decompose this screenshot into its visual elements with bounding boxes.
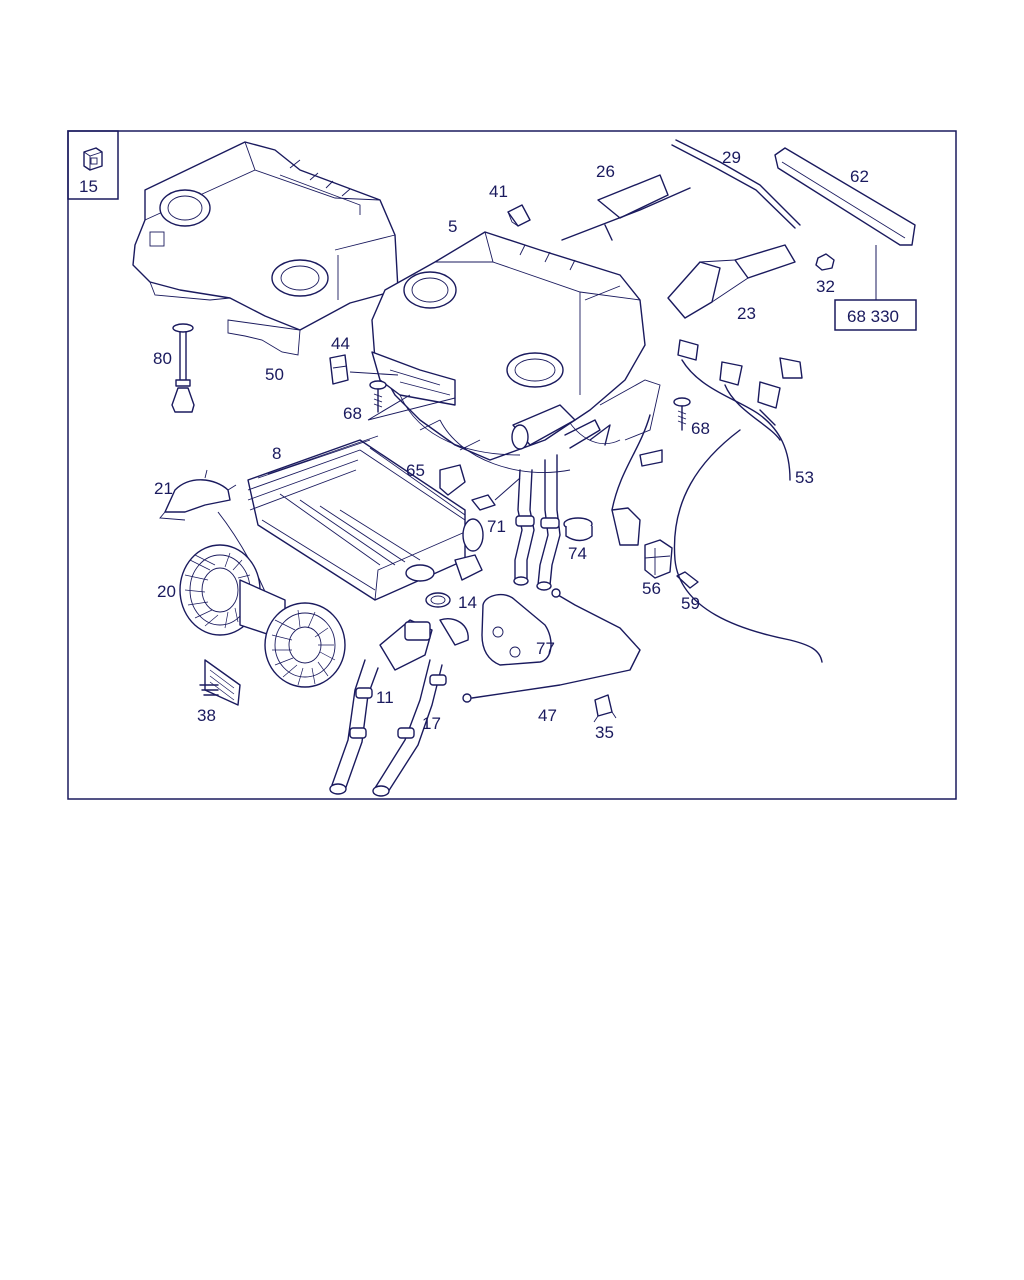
bowden-cable-part [462,588,641,703]
bracket-part-71 [471,494,496,511]
heater-housing-part [371,231,661,473]
part-label-29: 29 [722,148,741,167]
flap-part-26 [561,174,691,241]
part-label-44: 44 [331,334,350,353]
part-label-41: 41 [489,182,508,201]
cover-strip-part [774,147,916,246]
part-label-77: 77 [536,639,555,658]
part-label-35: 35 [595,723,614,742]
part-label-74: 74 [568,544,587,563]
part-label-21: 21 [154,479,173,498]
part-label-80: 80 [153,349,172,368]
connector-part-59 [676,571,699,589]
part-label-11: 11 [376,688,394,707]
blower-motor-part [179,544,346,688]
part-label-14: 14 [458,593,477,612]
clip-part-41 [507,204,531,227]
part-label-38: 38 [197,706,216,725]
heater-pipes-part [513,419,611,591]
reference-box-label: 68 330 [847,307,899,326]
part-label-20: 20 [157,582,176,601]
gasket-part [481,593,552,666]
part-label-68-right: 68 [691,419,710,438]
part-label-56: 56 [642,579,661,598]
diagram-frame [67,130,957,800]
clip-part-44 [329,354,349,385]
heat-exchanger-part [247,435,484,601]
wiring-harness-part [611,339,823,663]
grommet-part [563,517,593,542]
part-label-47: 47 [538,706,557,725]
part-label-32: 32 [816,277,835,296]
seal-strip-part [671,139,801,229]
screw-part-68b [673,397,691,431]
leader-lines [349,245,877,501]
part-label-17: 17 [422,714,441,733]
water-valve-part [329,592,469,797]
clip-part-65 [439,464,466,496]
clip-part-35 [593,694,617,723]
pin-part [171,323,195,413]
part-label-68-left: 68 [343,404,362,423]
legend-box: 15 [67,130,119,200]
part-label-23: 23 [737,304,756,323]
part-label-26: 26 [596,162,615,181]
part-label-62: 62 [850,167,869,186]
part-label-5: 5 [448,217,457,236]
part-label-53: 53 [795,468,814,487]
resistor-part [199,659,241,706]
legend-box-label: 15 [79,177,98,196]
reference-box: 68 330 [834,299,917,331]
screw-part-68a [369,380,387,413]
connector-part-56 [644,539,673,579]
part-label-71: 71 [487,517,506,536]
part-label-50: 50 [265,365,284,384]
air-housing-upper-part [132,141,399,356]
part-label-59: 59 [681,594,700,613]
nut-part [815,253,835,271]
part-label-65: 65 [406,461,425,480]
flap-part-23 [667,244,796,319]
part-label-8: 8 [272,444,281,463]
